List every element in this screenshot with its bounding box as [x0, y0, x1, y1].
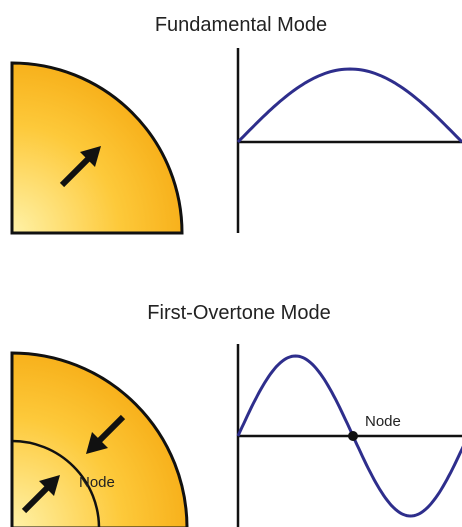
node-point [348, 431, 358, 441]
inward-arrow-icon [86, 414, 126, 454]
fundamental-wave [236, 67, 462, 144]
node-label-wave: Node [365, 413, 401, 430]
outward-arrow-icon-bottom [21, 475, 60, 514]
nodal-arc [11, 439, 101, 527]
title-fundamental-mode: Fundamental Mode [154, 14, 328, 36]
wave-plot-fundamental [236, 48, 462, 233]
outward-arrow-icon [59, 146, 101, 188]
node-label-quarter: Node [79, 474, 115, 491]
wave-plot-overtone: Node [236, 344, 462, 527]
title-first-overtone-mode: First-Overtone Mode [147, 302, 331, 324]
